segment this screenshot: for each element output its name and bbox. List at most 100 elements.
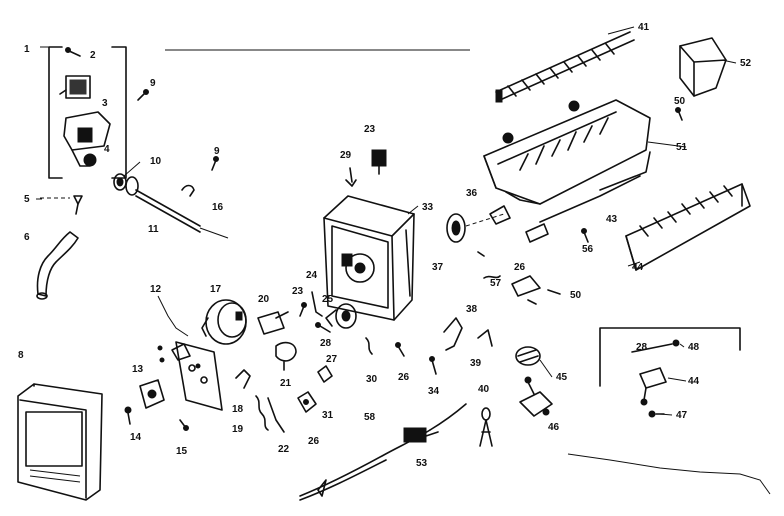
label-3: 3 xyxy=(102,98,108,109)
leader-lines xyxy=(36,26,737,416)
label-8: 8 xyxy=(18,350,24,361)
part-44-stripper xyxy=(625,183,751,271)
part-21-thermostat xyxy=(275,341,297,371)
part-28a-pin xyxy=(315,322,331,333)
label-11: 11 xyxy=(148,224,159,235)
label-51: 51 xyxy=(676,142,688,153)
part-20-switch xyxy=(257,311,289,335)
part-16-clip xyxy=(181,184,195,197)
label-6: 6 xyxy=(24,232,30,243)
part-30-spring xyxy=(365,337,373,355)
label-50a: 50 xyxy=(674,96,686,107)
part-15-screw xyxy=(179,419,189,431)
label-30: 30 xyxy=(366,374,378,385)
label-9a: 9 xyxy=(150,78,156,89)
part-28b-pin xyxy=(527,299,537,305)
part-57-bracket xyxy=(511,275,541,297)
part-38-arm xyxy=(443,317,463,351)
part-4-valve-bracket xyxy=(63,111,111,167)
part-9a-screw xyxy=(137,89,149,101)
label-37: 37 xyxy=(432,262,444,273)
part-26b-bracket xyxy=(297,391,317,413)
label-26a: 26 xyxy=(514,262,526,273)
part-40-spring xyxy=(479,407,493,447)
part-23b-screw xyxy=(299,302,307,317)
part-9b-screw xyxy=(211,156,219,171)
label-1: 1 xyxy=(24,44,30,55)
label-22: 22 xyxy=(278,444,290,455)
inset-box xyxy=(567,327,771,495)
label-43: 43 xyxy=(606,214,618,225)
label-14: 14 xyxy=(130,432,142,443)
part-8-front-cover xyxy=(17,383,103,501)
label-39: 39 xyxy=(470,358,482,369)
label-17: 17 xyxy=(210,284,222,295)
part-17-motor xyxy=(201,299,247,345)
label-53: 53 xyxy=(416,458,428,469)
part-53-connector xyxy=(403,427,439,443)
part-24-bracket xyxy=(311,291,323,317)
mounting-plate xyxy=(157,341,223,411)
part-19-spring xyxy=(255,395,269,431)
label-28b: 28 xyxy=(636,342,648,353)
label-58: 58 xyxy=(364,412,376,423)
label-12: 12 xyxy=(150,284,162,295)
label-27: 27 xyxy=(326,354,338,365)
part-26c-screw xyxy=(395,342,405,357)
label-44a: 44 xyxy=(632,262,644,273)
part-50a-screw xyxy=(675,107,683,121)
part-2-screw xyxy=(65,47,81,57)
part-33-housing xyxy=(323,195,415,321)
part-11-shaft xyxy=(125,176,229,239)
label-21: 21 xyxy=(280,378,292,389)
part-5-clamp xyxy=(40,195,83,215)
label-44b: 44 xyxy=(688,376,700,387)
part-41-ejector xyxy=(495,31,635,103)
part-3-solenoid xyxy=(59,75,91,99)
part-50b-screw xyxy=(547,289,561,295)
label-2: 2 xyxy=(90,50,96,61)
part-56-screw xyxy=(581,228,589,243)
part-34-screw xyxy=(429,356,437,375)
label-26c: 26 xyxy=(398,372,410,383)
label-19: 19 xyxy=(232,424,244,435)
label-23b: 23 xyxy=(292,286,304,297)
part-46-valve xyxy=(519,376,553,417)
label-40: 40 xyxy=(478,384,490,395)
part-44b-valve-coil xyxy=(639,367,667,406)
part-14-screw xyxy=(124,406,132,425)
part-22-arm xyxy=(267,397,285,433)
part-52-cover xyxy=(679,37,727,97)
label-31: 31 xyxy=(322,410,334,421)
label-33: 33 xyxy=(422,202,434,213)
part-48-wire xyxy=(631,339,680,353)
part-13-cam xyxy=(139,379,165,409)
part-51-ice-mold xyxy=(483,99,651,205)
part-25-gear xyxy=(325,303,357,329)
label-16: 16 xyxy=(212,202,224,213)
part-36-ring xyxy=(446,205,511,243)
label-18: 18 xyxy=(232,404,244,415)
label-10: 10 xyxy=(150,156,162,167)
part-1-group-bracket xyxy=(40,46,127,179)
label-50b: 50 xyxy=(570,290,582,301)
label-23a: 23 xyxy=(364,124,376,135)
label-25: 25 xyxy=(322,294,334,305)
label-56: 56 xyxy=(582,244,594,255)
label-34: 34 xyxy=(428,386,440,397)
label-29: 29 xyxy=(340,150,352,161)
label-41: 41 xyxy=(638,22,650,33)
label-48: 48 xyxy=(688,342,700,353)
label-28a: 28 xyxy=(320,338,332,349)
part-10-grommet xyxy=(113,173,127,191)
label-46: 46 xyxy=(548,422,560,433)
part-18-lever xyxy=(235,369,251,389)
part-12-ground-wire xyxy=(157,295,189,337)
part-27-clip xyxy=(317,365,333,383)
label-26b: 26 xyxy=(308,436,320,447)
label-45: 45 xyxy=(556,372,568,383)
label-20: 20 xyxy=(258,294,270,305)
part-6-fill-tube xyxy=(36,231,79,300)
label-52: 52 xyxy=(740,58,752,69)
label-36: 36 xyxy=(466,188,478,199)
